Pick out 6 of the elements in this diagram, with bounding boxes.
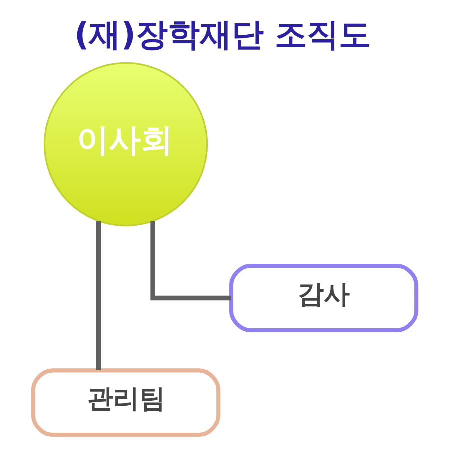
- node-box: 관리팀: [31, 368, 221, 438]
- diagram-title: (재)장학재단 조직도: [74, 16, 372, 54]
- node-circle: 이사회: [44, 62, 208, 227]
- connector: [96, 221, 102, 370]
- connector: [150, 221, 232, 301]
- node-box: 감사: [229, 264, 419, 332]
